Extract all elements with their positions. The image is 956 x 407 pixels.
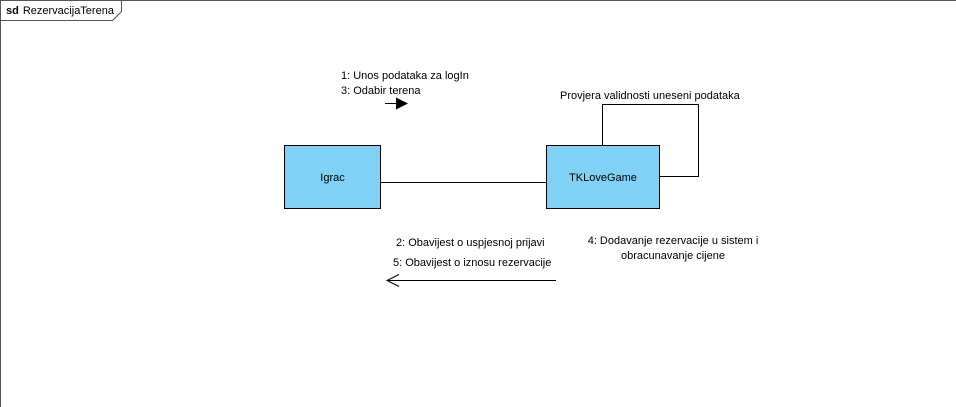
forward-arrow-head bbox=[396, 97, 408, 110]
return-message-line-1: 2: Obavijest o uspjesnoj prijavi bbox=[396, 237, 545, 249]
return-message-line-2: 5: Obavijest o iznosu rezervacije bbox=[393, 257, 551, 269]
self-note-line-2: obracunavanje cijene bbox=[621, 250, 725, 262]
forward-message-line-2: 3: Odabir terena bbox=[341, 85, 421, 97]
frame-keyword: sd bbox=[6, 5, 19, 17]
object-tklovegame-label: TKLoveGame bbox=[569, 172, 637, 184]
self-note-line-1: 4: Dodavanje rezervacije u sistem i bbox=[588, 235, 759, 247]
object-tklovegame-box[interactable] bbox=[546, 145, 660, 209]
return-arrow-head bbox=[385, 274, 400, 287]
object-igrac-label: Igrac bbox=[320, 172, 345, 184]
self-message-label: Provjera validnosti uneseni podataka bbox=[560, 90, 741, 102]
object-igrac[interactable]: Igrac bbox=[284, 145, 381, 209]
frame-title: sd RezervacijaTerena bbox=[6, 5, 115, 17]
self-message-note: 4: Dodavanje rezervacije u sistem i obra… bbox=[588, 235, 759, 262]
object-igrac-box[interactable] bbox=[284, 145, 381, 209]
frame-name: RezervacijaTerena bbox=[23, 5, 115, 17]
forward-message-line-1: 1: Unos podataka za logIn bbox=[341, 70, 469, 82]
frame-label-tab bbox=[0, 0, 122, 21]
forward-message: 1: Unos podataka za logIn 3: Odabir tere… bbox=[341, 70, 469, 110]
self-loop-link bbox=[602, 104, 699, 177]
object-tklovegame[interactable]: TKLoveGame bbox=[546, 145, 660, 209]
return-message: 2: Obavijest o uspjesnoj prijavi 5: Obav… bbox=[385, 237, 556, 287]
